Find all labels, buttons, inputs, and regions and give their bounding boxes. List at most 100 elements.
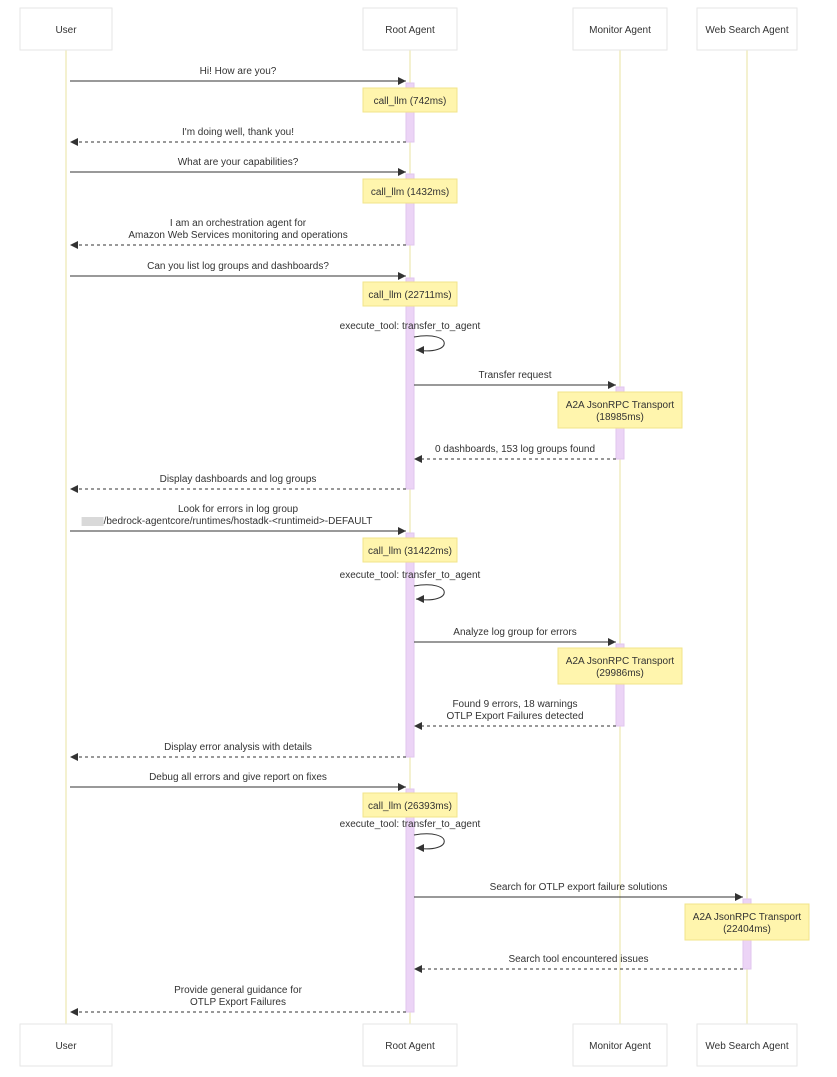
participant-box — [19, 1023, 113, 1067]
participant-user-bottom: User — [19, 1023, 113, 1067]
note: call_llm (26393ms) — [362, 792, 458, 818]
message: Display error analysis with details — [70, 742, 406, 761]
participant-label: User — [55, 1041, 77, 1052]
message-label: Can you list log groups and dashboards? — [147, 261, 329, 272]
activation-bar-root — [405, 532, 415, 758]
participant-root-bottom: Root Agent — [362, 1023, 458, 1067]
note-label: call_llm (742ms) — [374, 96, 447, 107]
arrowhead — [414, 455, 422, 463]
arrowhead — [414, 965, 422, 973]
message-label: OTLP Export Failures detected — [446, 711, 583, 722]
note-box — [557, 391, 683, 429]
note: call_llm (742ms) — [362, 87, 458, 113]
message-label: What are your capabilities? — [178, 157, 299, 168]
message-label: Analyze log group for errors — [453, 627, 576, 638]
arrowhead — [608, 381, 616, 389]
arrowhead — [70, 138, 78, 146]
message-label: Search for OTLP export failure solutions — [490, 882, 668, 893]
activation-bar-monitor — [615, 643, 625, 727]
note-box — [362, 178, 458, 204]
message-label: Search tool encountered issues — [508, 954, 648, 965]
message-label: OTLP Export Failures — [190, 997, 286, 1008]
arrowhead — [416, 844, 424, 852]
note-label: (22404ms) — [723, 924, 771, 935]
participant-label: User — [55, 25, 77, 36]
arrowhead — [416, 595, 424, 603]
participant-label: Root Agent — [385, 1041, 435, 1052]
message: execute_tool: transfer_to_agent — [340, 321, 481, 354]
participant-box — [572, 7, 668, 51]
messages: Hi! How are you? I'm doing well, thank yo… — [70, 66, 743, 1016]
participant-websearch-bottom: Web Search Agent — [696, 1023, 798, 1067]
arrowhead — [398, 527, 406, 535]
message-label: /bedrock-agentcore/runtimes/hostadk-<run… — [104, 516, 373, 527]
note-label: A2A JsonRPC Transport — [693, 912, 802, 923]
message-label: Display error analysis with details — [164, 742, 312, 753]
participant-box — [696, 7, 798, 51]
arrowhead — [608, 638, 616, 646]
note-label: call_llm (22711ms) — [368, 290, 451, 301]
message-label: Amazon Web Services monitoring and opera… — [128, 230, 347, 241]
arrowhead — [398, 272, 406, 280]
participant-label: Monitor Agent — [589, 25, 651, 36]
participant-box — [362, 1023, 458, 1067]
note-label: (18985ms) — [596, 412, 644, 423]
message: Search for OTLP export failure solutions — [414, 882, 743, 901]
note-label: (29986ms) — [596, 668, 644, 679]
message-label: Transfer request — [479, 370, 552, 381]
note-box — [362, 537, 458, 563]
arrowhead — [398, 783, 406, 791]
note-box — [557, 647, 683, 685]
participant-root-top: Root Agent — [362, 7, 458, 51]
message: 0 dashboards, 153 log groups found — [414, 444, 616, 463]
note-box — [362, 792, 458, 818]
note-box — [362, 87, 458, 113]
participant-user-top: User — [19, 7, 113, 51]
arrowhead — [414, 722, 422, 730]
message: What are your capabilities? — [70, 157, 406, 176]
participant-label: Web Search Agent — [705, 25, 788, 36]
message: Hi! How are you? — [70, 66, 406, 85]
message-label: execute_tool: transfer_to_agent — [340, 819, 481, 830]
participant-box — [19, 7, 113, 51]
participant-box — [696, 1023, 798, 1067]
note-box — [362, 281, 458, 307]
arrowhead — [70, 485, 78, 493]
self-loop-line — [413, 833, 445, 850]
message: Look for errors in log group/bedrock-age… — [70, 504, 406, 535]
message-label: Look for errors in log group — [178, 504, 299, 515]
arrowhead — [416, 346, 424, 354]
message-label: Debug all errors and give report on fixe… — [149, 772, 327, 783]
participant-label: Web Search Agent — [705, 1041, 788, 1052]
note: call_llm (31422ms) — [362, 537, 458, 563]
message-label: 0 dashboards, 153 log groups found — [435, 444, 595, 455]
participant-box — [572, 1023, 668, 1067]
note-label: call_llm (26393ms) — [368, 801, 452, 812]
participant-websearch-top: Web Search Agent — [696, 7, 798, 51]
participant-label: Monitor Agent — [589, 1041, 651, 1052]
message: Display dashboards and log groups — [70, 474, 406, 493]
notes: call_llm (742ms) call_llm (1432ms) call_ll… — [362, 87, 810, 941]
note-label: call_llm (1432ms) — [371, 187, 449, 198]
participant-box — [362, 7, 458, 51]
message-label: I am an orchestration agent for — [170, 218, 307, 229]
message-label: execute_tool: transfer_to_agent — [340, 321, 481, 332]
message: Can you list log groups and dashboards? — [70, 261, 406, 280]
participant-monitor-bottom: Monitor Agent — [572, 1023, 668, 1067]
activation-bar-root — [405, 788, 415, 1013]
message-label: I'm doing well, thank you! — [182, 127, 294, 138]
arrowhead — [70, 753, 78, 761]
note-label: call_llm (31422ms) — [368, 546, 452, 557]
participant-monitor-top: Monitor Agent — [572, 7, 668, 51]
message-label: Hi! How are you? — [200, 66, 277, 77]
note: A2A JsonRPC Transport(29986ms) — [557, 647, 683, 685]
note: call_llm (1432ms) — [362, 178, 458, 204]
note: call_llm (22711ms) — [362, 281, 458, 307]
message: I'm doing well, thank you! — [70, 127, 406, 146]
note-label: A2A JsonRPC Transport — [566, 400, 675, 411]
message-label: Provide general guidance for — [174, 985, 303, 996]
